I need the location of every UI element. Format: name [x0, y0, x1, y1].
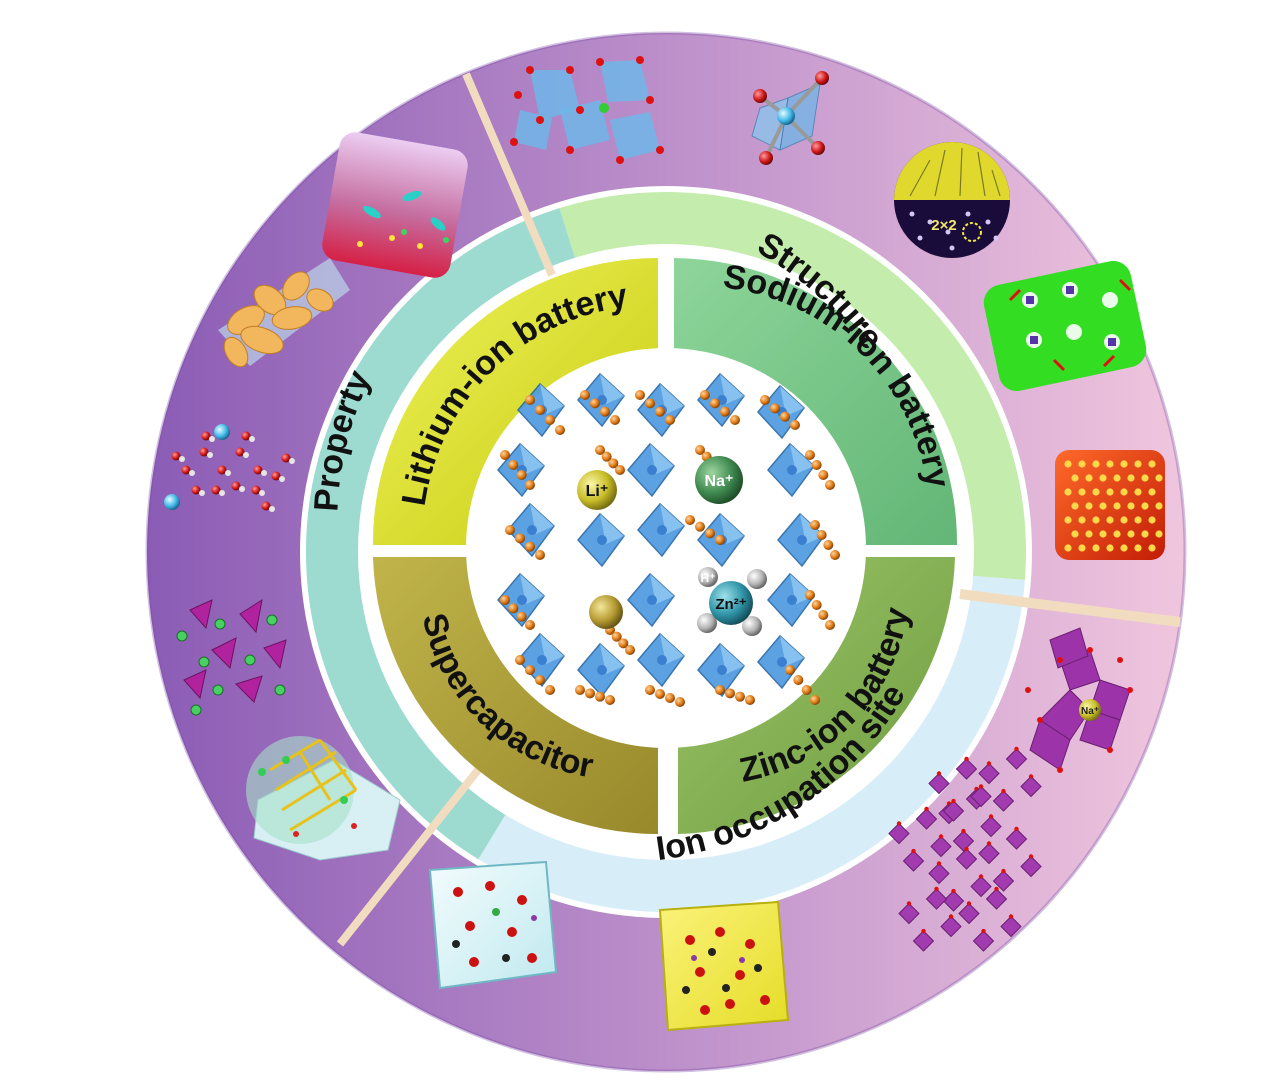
lattice-octahedron: [696, 642, 746, 698]
oxygen-chain: [595, 445, 625, 475]
thumb-purple-framework: [888, 746, 1042, 952]
oxygen-chain: [505, 525, 545, 560]
lattice-octahedron: [576, 372, 626, 428]
oxygen-chain: [605, 625, 635, 655]
oxygen-chain: [525, 395, 565, 435]
thumb-yellow-lattice: [658, 900, 790, 1032]
crystal-lattice: [496, 372, 840, 707]
lattice-octahedron: [626, 572, 676, 628]
thumb-red-lattice: [1055, 450, 1165, 560]
li-ion-sphere: [577, 470, 617, 510]
lattice-octahedron: [636, 632, 686, 688]
oxygen-chain: [500, 595, 535, 630]
lattice-octahedron: [506, 502, 556, 558]
li-ion-label: Li⁺: [586, 483, 609, 500]
oxygen-chain: [810, 520, 840, 560]
lattice-octahedron: [636, 502, 686, 558]
zn-ion-sphere: [709, 581, 753, 625]
outer-ring-edge: [145, 31, 1187, 1073]
proton-sphere-2: [747, 569, 767, 589]
thumb-storage-mechanism: [322, 132, 468, 278]
thumb-octahedron: [751, 71, 829, 165]
oxygen-chain: [645, 685, 685, 707]
lattice-octahedron: [496, 572, 546, 628]
thumb-cyan-lattice: [428, 860, 558, 990]
oxygen-chain: [635, 390, 675, 425]
2x2-label: 2×2: [931, 217, 956, 234]
lattice-octahedron: [626, 442, 676, 498]
zn-ion-label: Zn²⁺: [715, 596, 746, 613]
oxygen-chain: [715, 685, 755, 705]
thumb-na-site: Na⁺: [1025, 627, 1133, 773]
proton-sphere-3: [697, 613, 717, 633]
divider-right: [959, 589, 1181, 627]
oxygen-chain: [580, 390, 620, 425]
thumb-2x2-tunnel: 2×2: [894, 142, 1010, 258]
oxygen-chain: [760, 395, 800, 430]
divider-bottom: [336, 767, 482, 947]
thumb-layered-structure: [246, 736, 401, 861]
thumb-orange-flakes: [218, 258, 350, 368]
proton-sphere-4: [742, 616, 762, 636]
oxygen-chain: [785, 665, 820, 705]
divider-top: [462, 72, 556, 277]
lattice-octahedron: [516, 632, 566, 688]
oxygen-chain: [575, 685, 615, 705]
lattice-octahedron: [696, 372, 746, 428]
oxygen-chain: [700, 390, 740, 425]
lattice-octahedron: [576, 512, 626, 568]
oxygen-chain: [685, 515, 725, 545]
lattice-octahedron: [756, 634, 806, 690]
na-small-label: Na⁺: [1081, 706, 1099, 717]
oxygen-chain: [805, 590, 835, 630]
lattice-octahedron: [576, 642, 626, 698]
oxygen-chain: [805, 450, 835, 490]
na-ion-sphere: [695, 456, 743, 504]
oxygen-chain: [515, 655, 555, 695]
gold-ion-sphere: [589, 595, 623, 629]
thumb-tetrahedra: [176, 598, 287, 716]
thumb-molecules: [164, 424, 295, 512]
thumb-green-framework: [983, 260, 1147, 392]
lattice-octahedron: [766, 442, 816, 498]
proton-sphere-1: [698, 567, 718, 587]
thumb-tunnel-structure: [510, 56, 664, 164]
h-ion-label: H⁺: [701, 571, 716, 585]
na-ion-label: Na⁺: [705, 473, 734, 490]
oxygen-chain: [500, 450, 535, 490]
